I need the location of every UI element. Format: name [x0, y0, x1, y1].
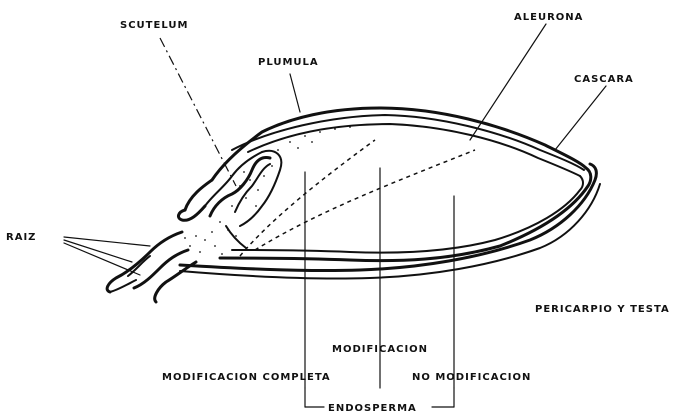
boundary-partial [255, 150, 475, 250]
leader-scutelum [160, 38, 236, 186]
label-cascara: CASCARA [574, 74, 634, 85]
label-no-modificacion: NO MODIFICACION [412, 372, 531, 383]
label-endosperma: ENDOSPERMA [328, 403, 417, 414]
label-scutelum: SCUTELUM [120, 20, 188, 31]
embryo-stipple [184, 126, 351, 255]
label-plumula: PLUMULA [258, 57, 319, 68]
leader-raiz-3 [64, 243, 140, 275]
zone-boundaries [240, 140, 475, 256]
leader-lines [64, 24, 606, 275]
leader-aleurona [470, 24, 546, 140]
grain-outline [180, 108, 600, 279]
label-pericarpio-testa: PERICARPIO Y TESTA [535, 304, 670, 315]
label-raiz: RAIZ [6, 232, 36, 243]
leader-cascara [555, 86, 606, 150]
leader-plumula [290, 74, 300, 112]
label-modificacion-completa: MODIFICACION COMPLETA [162, 372, 331, 383]
label-modificacion: MODIFICACION [332, 344, 428, 355]
label-aleurona: ALEURONA [514, 12, 583, 23]
